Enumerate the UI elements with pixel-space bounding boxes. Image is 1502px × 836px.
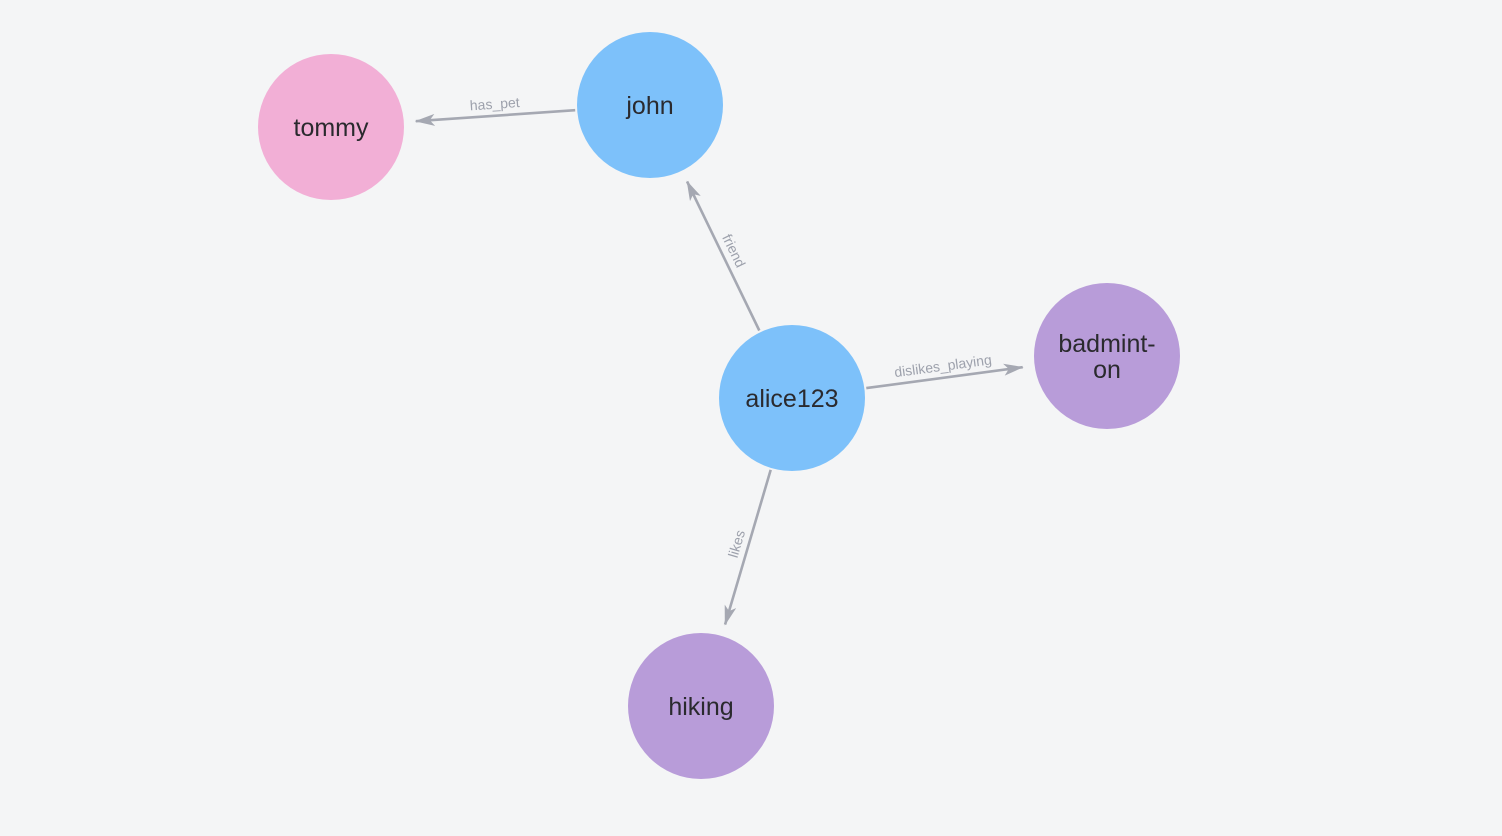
edge-label-alice123-john: friend <box>719 231 749 270</box>
node-alice123[interactable]: alice123 <box>719 325 865 471</box>
edge-alice123-badminton[interactable] <box>866 363 1024 390</box>
nodes-layer: tommy john alice123 badmint-on hiking <box>258 32 1180 779</box>
node-tommy[interactable]: tommy <box>258 54 404 200</box>
node-john[interactable]: john <box>577 32 723 178</box>
node-hiking[interactable]: hiking <box>628 633 774 779</box>
edge-alice123-john[interactable] <box>685 180 761 332</box>
node-badminton[interactable]: badmint-on <box>1034 283 1180 429</box>
edge-label-alice123-hiking: likes <box>725 528 748 559</box>
edge-alice123-hiking[interactable] <box>723 469 772 626</box>
edge-label-john-tommy: has_pet <box>469 94 520 113</box>
edge-john-tommy[interactable] <box>414 108 576 126</box>
edge-label-alice123-badminton: dislikes_playing <box>893 351 992 380</box>
